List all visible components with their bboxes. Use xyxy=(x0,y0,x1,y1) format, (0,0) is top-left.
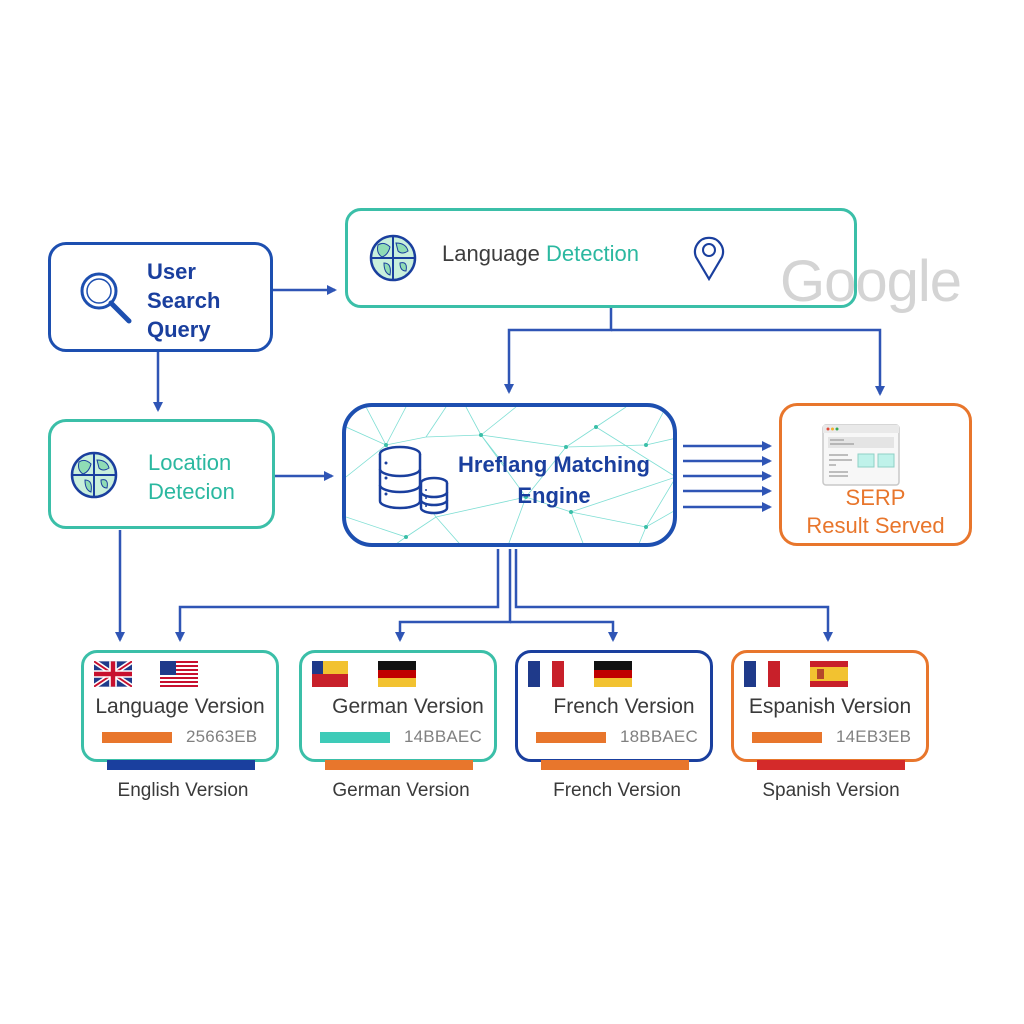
version-underline-spanish xyxy=(757,760,905,770)
label-line: Search xyxy=(147,288,221,313)
globe-icon xyxy=(69,450,119,505)
fr-flag-icon xyxy=(744,661,780,692)
version-card-french[interactable]: French Version 18BBAEC xyxy=(515,650,713,762)
serp-label: SERP Result Served xyxy=(782,484,969,540)
language-detection-node[interactable]: Language Detection xyxy=(345,208,857,308)
serp-result-node[interactable]: SERP Result Served xyxy=(779,403,972,546)
version-underline-french xyxy=(541,760,689,770)
label-line: SERP xyxy=(845,485,906,510)
version-title: Language Version xyxy=(95,695,265,718)
version-code: 25663EB xyxy=(186,727,258,746)
version-title: German Version xyxy=(332,695,484,718)
version-bar xyxy=(752,732,822,743)
label-part: Detection xyxy=(546,241,639,266)
version-bar xyxy=(102,732,172,743)
version-underline-english xyxy=(107,760,255,770)
caption-english: English Version xyxy=(117,780,249,801)
label-line: Result Served xyxy=(806,513,945,538)
version-title: Espanish Version xyxy=(748,695,912,718)
label-line: User xyxy=(147,259,196,284)
label-line: Query xyxy=(147,317,211,342)
version-card-english[interactable]: Language Version 25663EB xyxy=(81,650,279,762)
fr-flag-icon xyxy=(528,661,564,692)
version-code: 14EB3EB xyxy=(836,727,912,746)
globe-icon xyxy=(368,233,418,288)
label-line: Hreflang Matching xyxy=(458,452,650,477)
network-mesh-background xyxy=(346,407,673,543)
location-detection-node[interactable]: Location Detecion xyxy=(48,419,275,529)
engine-label: Hreflang Matching Engine xyxy=(454,449,654,511)
language-detection-label: Language Detection xyxy=(442,241,639,267)
label-line: Engine xyxy=(517,483,591,508)
label-part: Language xyxy=(442,241,546,266)
version-card-spanish[interactable]: Espanish Version 14EB3EB xyxy=(731,650,929,762)
version-card-german[interactable]: German Version 14BBAEC xyxy=(299,650,497,762)
de-flag-icon xyxy=(378,661,416,692)
hreflang-matching-engine-node[interactable]: Hreflang Matching Engine xyxy=(342,403,677,547)
version-underline-german xyxy=(325,760,473,770)
caption-french: French Version xyxy=(553,780,681,801)
version-bar xyxy=(320,732,390,743)
es-flag-icon xyxy=(810,661,848,692)
caption-spanish: Spanish Version xyxy=(762,780,900,801)
browser-window-icon xyxy=(822,424,900,491)
google-logo: Google xyxy=(780,249,962,314)
caption-german: German Version xyxy=(332,780,470,801)
label-line: Location xyxy=(148,450,232,475)
user-search-query-node[interactable]: User Search Query xyxy=(48,242,273,352)
database-icon xyxy=(376,445,456,520)
user-search-query-label: User Search Query xyxy=(147,257,220,344)
ro-style-flag-icon xyxy=(312,661,348,692)
version-title: French Version xyxy=(553,695,695,718)
uk-flag-icon xyxy=(92,659,134,692)
version-bar xyxy=(536,732,606,743)
de-flag-icon xyxy=(594,661,632,692)
label-line: Detecion xyxy=(148,479,235,504)
map-pin-icon xyxy=(692,233,726,286)
us-flag-icon xyxy=(160,661,198,692)
version-code: 18BBAEC xyxy=(620,727,698,746)
location-detection-label: Location Detecion xyxy=(148,448,235,506)
magnifier-icon xyxy=(77,269,135,332)
version-code: 14BBAEC xyxy=(404,727,482,746)
